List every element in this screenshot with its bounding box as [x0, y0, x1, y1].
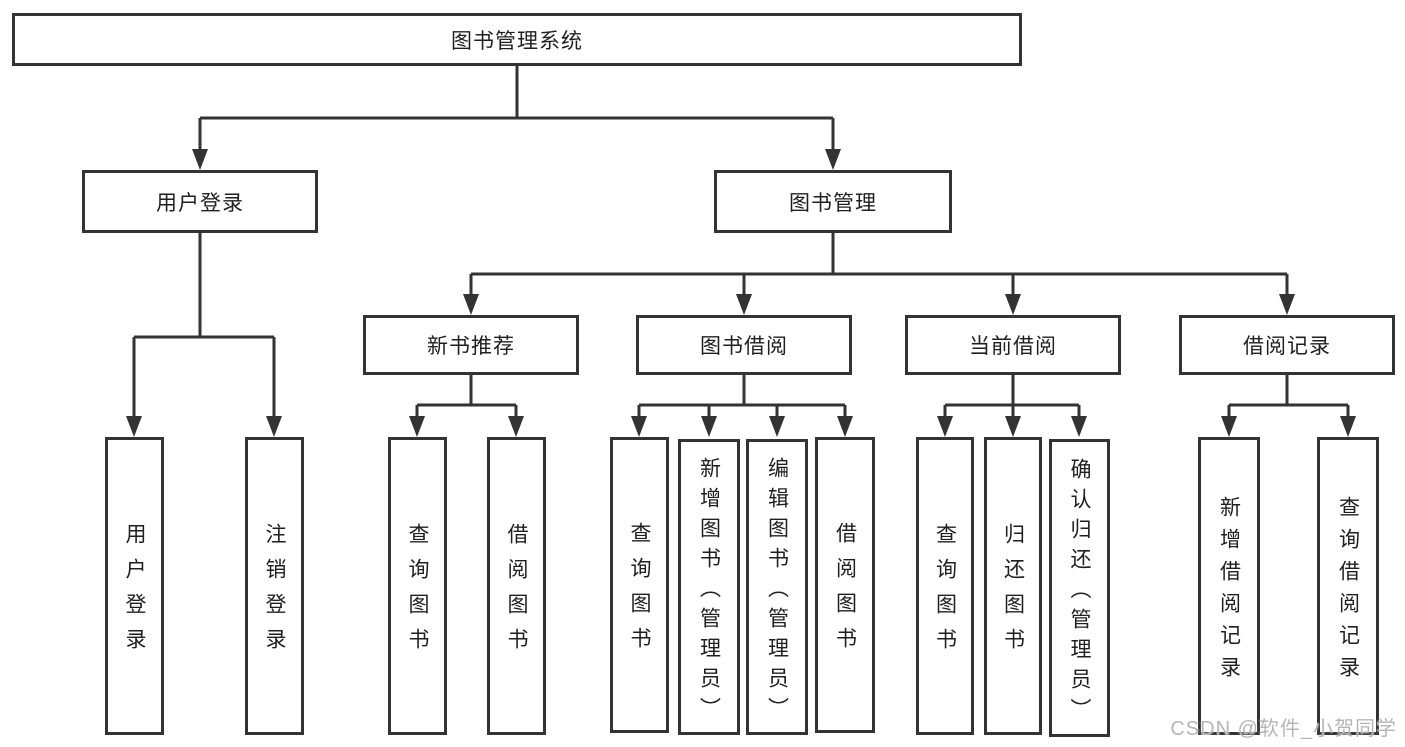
node-user-login: 用户登录	[82, 170, 318, 233]
leaf-borrow-books-recommend-label: 借阅图书	[505, 523, 528, 663]
leaf-query-books-borrowing: 查询图书	[610, 437, 669, 733]
leaf-add-borrow-record-label: 新增借阅记录	[1217, 495, 1241, 688]
leaf-query-books-current: 查询图书	[916, 437, 974, 735]
leaf-confirm-return-admin-label: 确认归还（管理员）	[1068, 457, 1091, 728]
leaf-edit-book-admin-label: 编辑图书（管理员）	[765, 456, 789, 727]
node-root: 图书管理系统	[12, 13, 1022, 66]
node-current-borrowing: 当前借阅	[905, 315, 1121, 375]
leaf-query-books-borrowing-label: 查询图书	[628, 522, 651, 662]
node-book-borrowing: 图书借阅	[636, 315, 852, 375]
leaf-borrow-books-borrowing: 借阅图书	[815, 437, 875, 733]
node-book-borrowing-label: 图书借阅	[700, 335, 788, 358]
node-new-book-recommendation-label: 新书推荐	[427, 335, 515, 358]
node-book-management-label: 图书管理	[789, 191, 877, 215]
leaf-query-borrow-record: 查询借阅记录	[1317, 437, 1379, 735]
node-book-management: 图书管理	[714, 170, 952, 233]
leaf-borrow-books-borrowing-label: 借阅图书	[833, 522, 857, 662]
node-borrowing-records-label: 借阅记录	[1243, 335, 1331, 358]
leaf-query-books-current-label: 查询图书	[933, 523, 957, 663]
leaf-borrow-books-recommend: 借阅图书	[487, 437, 546, 735]
leaf-query-books-recommend-label: 查询图书	[406, 523, 429, 663]
node-current-borrowing-label: 当前借阅	[969, 335, 1057, 358]
leaf-edit-book-admin: 编辑图书（管理员）	[746, 439, 808, 735]
leaf-logout: 注销登录	[245, 437, 304, 735]
leaf-confirm-return-admin: 确认归还（管理员）	[1049, 439, 1110, 737]
leaf-return-books-label: 归还图书	[1001, 523, 1025, 663]
leaf-logout-label: 注销登录	[263, 523, 286, 663]
leaf-add-book-admin-label: 新增图书（管理员）	[697, 456, 721, 727]
node-root-label: 图书管理系统	[451, 29, 583, 53]
leaf-user-login-label: 用户登录	[123, 523, 146, 663]
leaf-query-borrow-record-label: 查询借阅记录	[1336, 495, 1360, 688]
node-user-login-label: 用户登录	[156, 191, 244, 215]
csdn-watermark: CSDN @软件_小贺同学	[1170, 718, 1397, 740]
leaf-add-book-admin: 新增图书（管理员）	[678, 439, 740, 735]
node-new-book-recommendation: 新书推荐	[363, 315, 579, 375]
leaf-query-books-recommend: 查询图书	[388, 437, 447, 735]
leaf-user-login: 用户登录	[105, 437, 164, 735]
leaf-add-borrow-record: 新增借阅记录	[1198, 437, 1260, 735]
leaf-return-books: 归还图书	[984, 437, 1042, 735]
node-borrowing-records: 借阅记录	[1179, 315, 1395, 375]
